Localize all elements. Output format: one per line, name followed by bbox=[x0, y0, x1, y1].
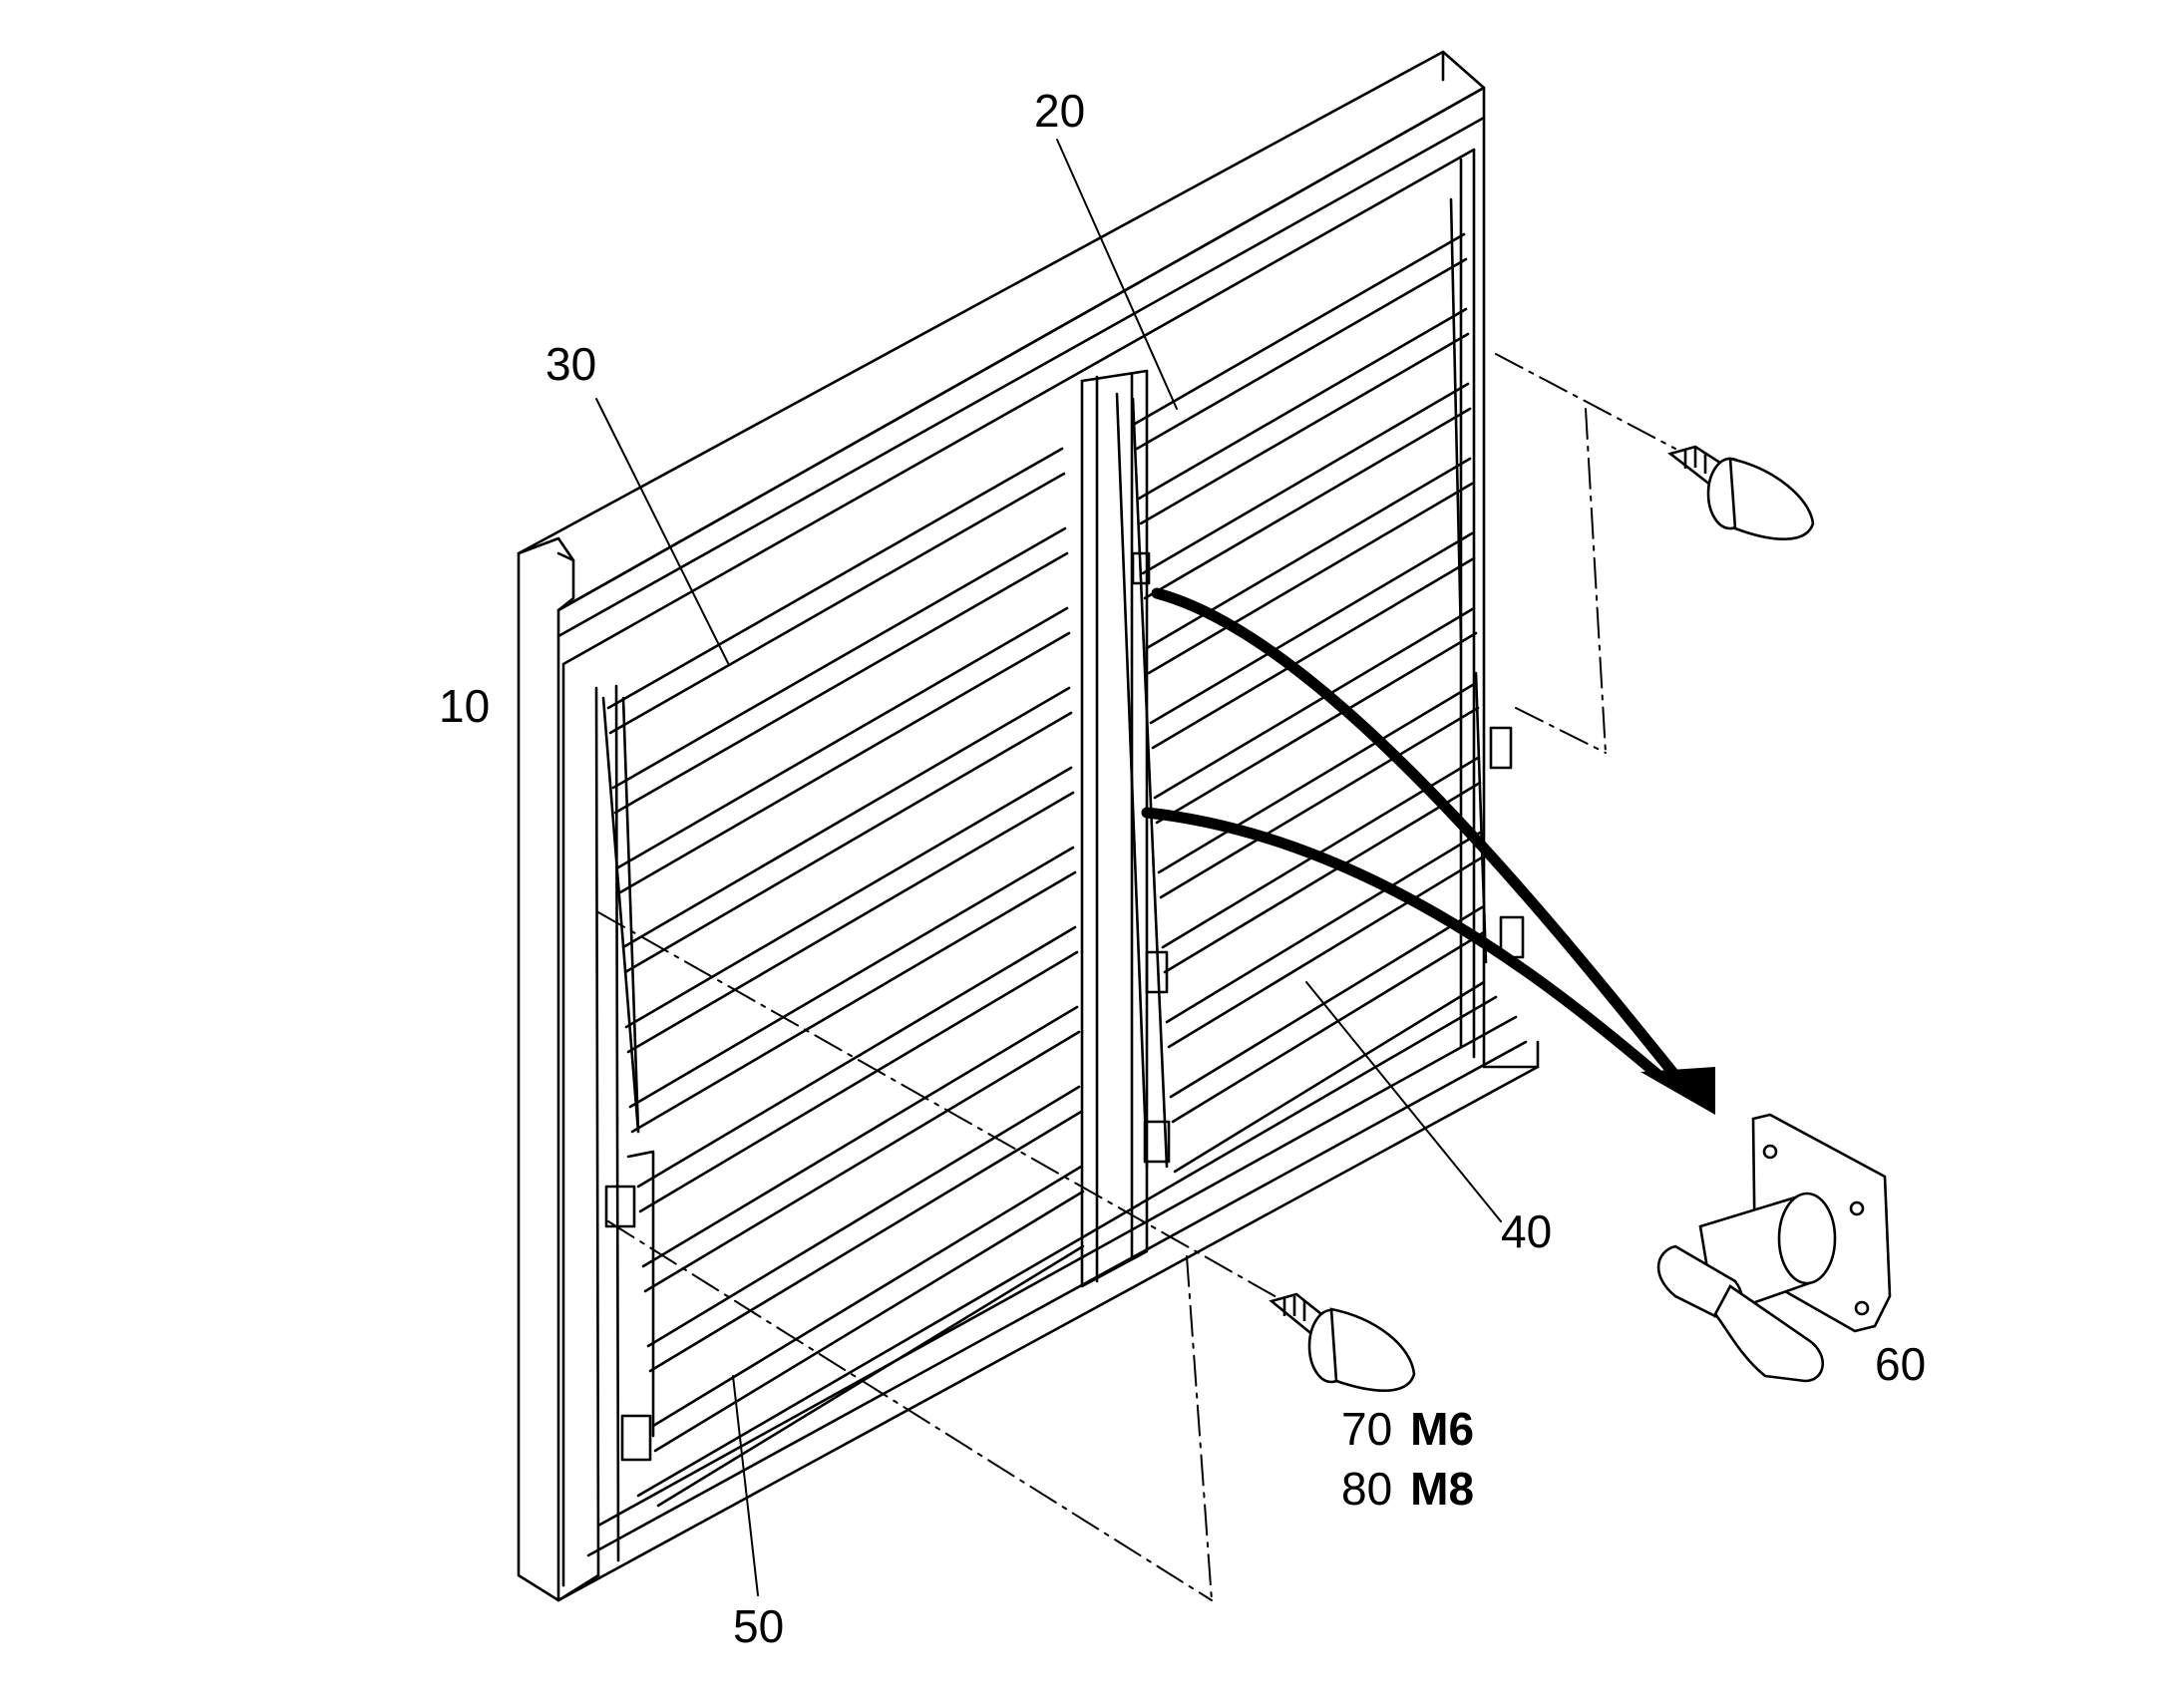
bolt-lower-icon bbox=[1269, 1292, 1416, 1392]
assembly-center-lines bbox=[597, 353, 1676, 1601]
label-30: 30 bbox=[545, 338, 597, 390]
label-80: 80 bbox=[1341, 1463, 1393, 1515]
left-louver-blades bbox=[606, 447, 1085, 1508]
latch-icon bbox=[1656, 1113, 1892, 1383]
arrow-head-icon bbox=[1640, 1067, 1715, 1115]
outer-frame bbox=[517, 50, 1540, 1602]
label-40: 40 bbox=[1501, 1205, 1553, 1257]
label-10: 10 bbox=[439, 680, 491, 732]
label-80-m8: 80 M8 bbox=[1341, 1466, 1474, 1512]
label-m6: M6 bbox=[1410, 1403, 1475, 1455]
label-70: 70 bbox=[1341, 1403, 1393, 1455]
label-50: 50 bbox=[733, 1600, 785, 1652]
latch-arrows bbox=[1141, 587, 1686, 1088]
label-60: 60 bbox=[1875, 1338, 1927, 1390]
left-sash-rails bbox=[594, 684, 655, 1577]
leader-lines bbox=[595, 139, 1502, 1596]
label-m8: M8 bbox=[1410, 1463, 1475, 1515]
label-70-m6: 70 M6 bbox=[1341, 1406, 1474, 1452]
right-louver-blades bbox=[1133, 232, 1486, 1174]
label-20: 20 bbox=[1034, 85, 1086, 137]
bolt-upper-icon bbox=[1667, 445, 1815, 540]
right-sash-rails bbox=[1115, 197, 1525, 1169]
